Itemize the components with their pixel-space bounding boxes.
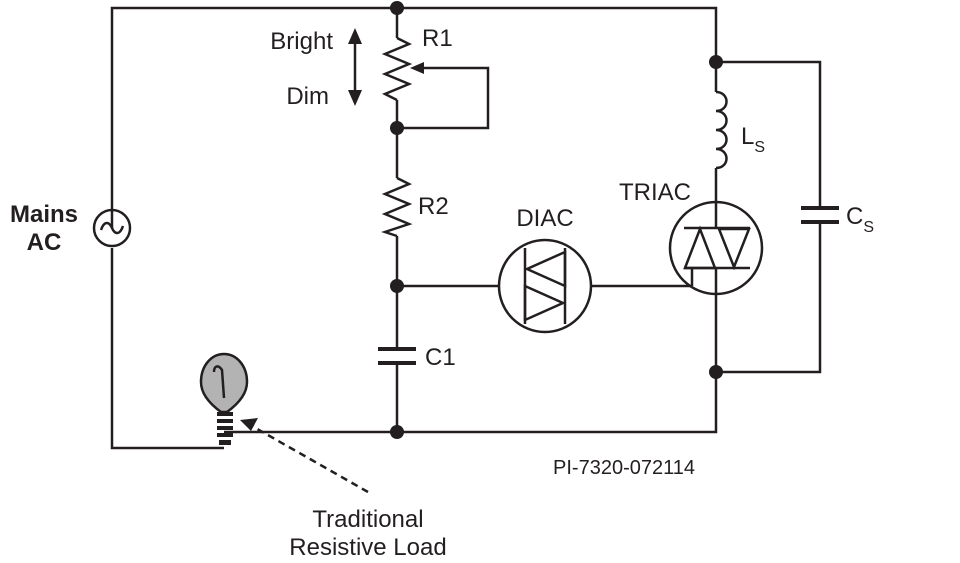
mains-label-line1: Mains (10, 201, 78, 228)
bright-dim-arrow (348, 28, 362, 106)
left-rail-wire (110, 248, 224, 450)
node-r1-wiper (390, 121, 404, 135)
node-cs-bottom (709, 365, 723, 379)
ls-inductor-coil (715, 90, 728, 170)
ls-label-main: L (741, 123, 754, 150)
r1-resistor-zigzag (381, 36, 413, 102)
diac-symbol (497, 238, 593, 334)
r2-resistor-zigzag (381, 176, 413, 238)
mains-label-line2: AC (27, 229, 62, 256)
c1-label: C1 (425, 344, 456, 371)
node-top (390, 1, 404, 15)
r2-label: R2 (418, 193, 449, 220)
node-gate (390, 279, 404, 293)
node-bottom (390, 425, 404, 439)
cs-capacitor (801, 206, 839, 224)
cs-label-main: C (846, 203, 863, 230)
load-callout-arrow (240, 418, 369, 494)
wires (110, 6, 822, 450)
drawing-id-label: PI-7320-072114 (553, 457, 695, 479)
triac-label: TRIAC (619, 179, 691, 206)
junction-nodes (390, 1, 723, 439)
bottom-rail-wire (224, 296, 718, 434)
load-label-line2: Resistive Load (289, 534, 446, 561)
ls-label-sub: S (754, 139, 765, 156)
node-cs-top (709, 55, 723, 69)
top-rail-wire (110, 6, 718, 228)
r1-wiper-arrowhead (410, 62, 424, 74)
cs-label: CS (846, 203, 874, 236)
arrow-up-icon (348, 28, 362, 44)
cs-bottom-wire (716, 222, 822, 374)
dim-label: Dim (286, 83, 329, 110)
load-label-line1: Traditional (312, 506, 423, 533)
ls-label: LS (741, 123, 765, 156)
r1-label: R1 (422, 25, 453, 52)
ac-source-symbol (92, 208, 132, 248)
triac-symbol (668, 200, 764, 296)
light-bulb-icon (199, 352, 249, 445)
c1-capacitor (378, 347, 416, 365)
r1-potentiometer (381, 36, 425, 102)
diac-label: DIAC (516, 205, 573, 232)
arrow-down-icon (348, 90, 362, 106)
cs-label-sub: S (863, 219, 874, 236)
cs-top-wire (716, 60, 822, 208)
bright-label: Bright (270, 28, 333, 55)
r1-wiper-loop-wire (397, 66, 490, 130)
